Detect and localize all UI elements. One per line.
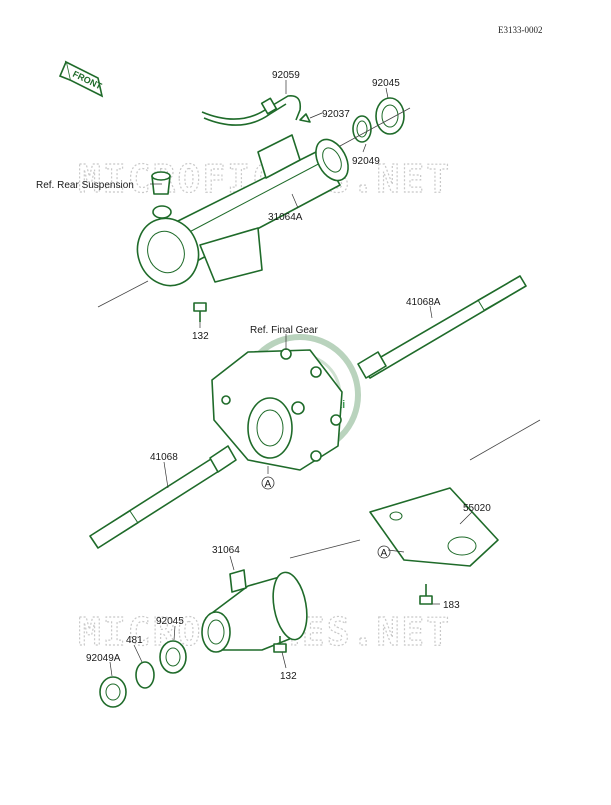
ref-marker-a-circle-top [261, 476, 275, 490]
label-92049A: 92049A [86, 653, 121, 664]
label-183: 183 [443, 600, 460, 611]
label-41068: 41068 [150, 452, 178, 463]
bearing-92045-top [375, 97, 405, 135]
bolt-183 [419, 584, 433, 605]
axle-housing-31064A [136, 134, 349, 287]
leader-lines [109, 80, 473, 677]
oil-seal-92049 [352, 115, 372, 143]
label-31064A: 31064A [268, 212, 303, 223]
label-31064: 31064 [212, 545, 240, 556]
drive-shaft-41068A [357, 275, 527, 379]
label-92059: 92059 [272, 70, 300, 81]
label-92037: 92037 [322, 109, 350, 120]
label-55020: 55020 [463, 503, 491, 514]
label-ref-rear-suspension: Ref. Rear Suspension [36, 180, 134, 191]
label-92045-top: 92045 [372, 78, 400, 89]
oil-seal-92049A [99, 676, 127, 708]
axle-housing-31064 [201, 569, 308, 653]
final-gear-case [211, 348, 343, 471]
circlip-481 [135, 661, 155, 689]
bearing-92045-bottom [159, 640, 187, 674]
label-481: 481 [126, 635, 143, 646]
breather-hose-92059 [201, 94, 302, 126]
ref-marker-a-circle-bottom [377, 545, 391, 559]
part-labels: 92059 92045 92037 92049 Ref. Rear Suspen… [36, 70, 491, 682]
label-132-bottom: 132 [280, 671, 297, 682]
bolt-132-bottom [273, 636, 287, 653]
label-132-top: 132 [192, 331, 209, 342]
label-41068A: 41068A [406, 297, 441, 308]
guard-plate-55020 [369, 487, 499, 567]
ref-marker-a-bottom: A [381, 548, 388, 559]
label-ref-final-gear: Ref. Final Gear [250, 325, 318, 336]
ref-marker-a-top: A [265, 479, 272, 490]
drive-shaft-41068 [89, 445, 237, 549]
label-92045-bottom: 92045 [156, 616, 184, 627]
assembly-lines [97, 107, 541, 559]
rear-suspension-bushing [151, 171, 171, 195]
label-92049: 92049 [352, 156, 380, 167]
bolt-132-top [193, 302, 207, 322]
front-arrow-badge: FRONT [58, 60, 104, 98]
document-code: E3133-0002 [498, 25, 543, 35]
clip-92037 [299, 113, 311, 123]
